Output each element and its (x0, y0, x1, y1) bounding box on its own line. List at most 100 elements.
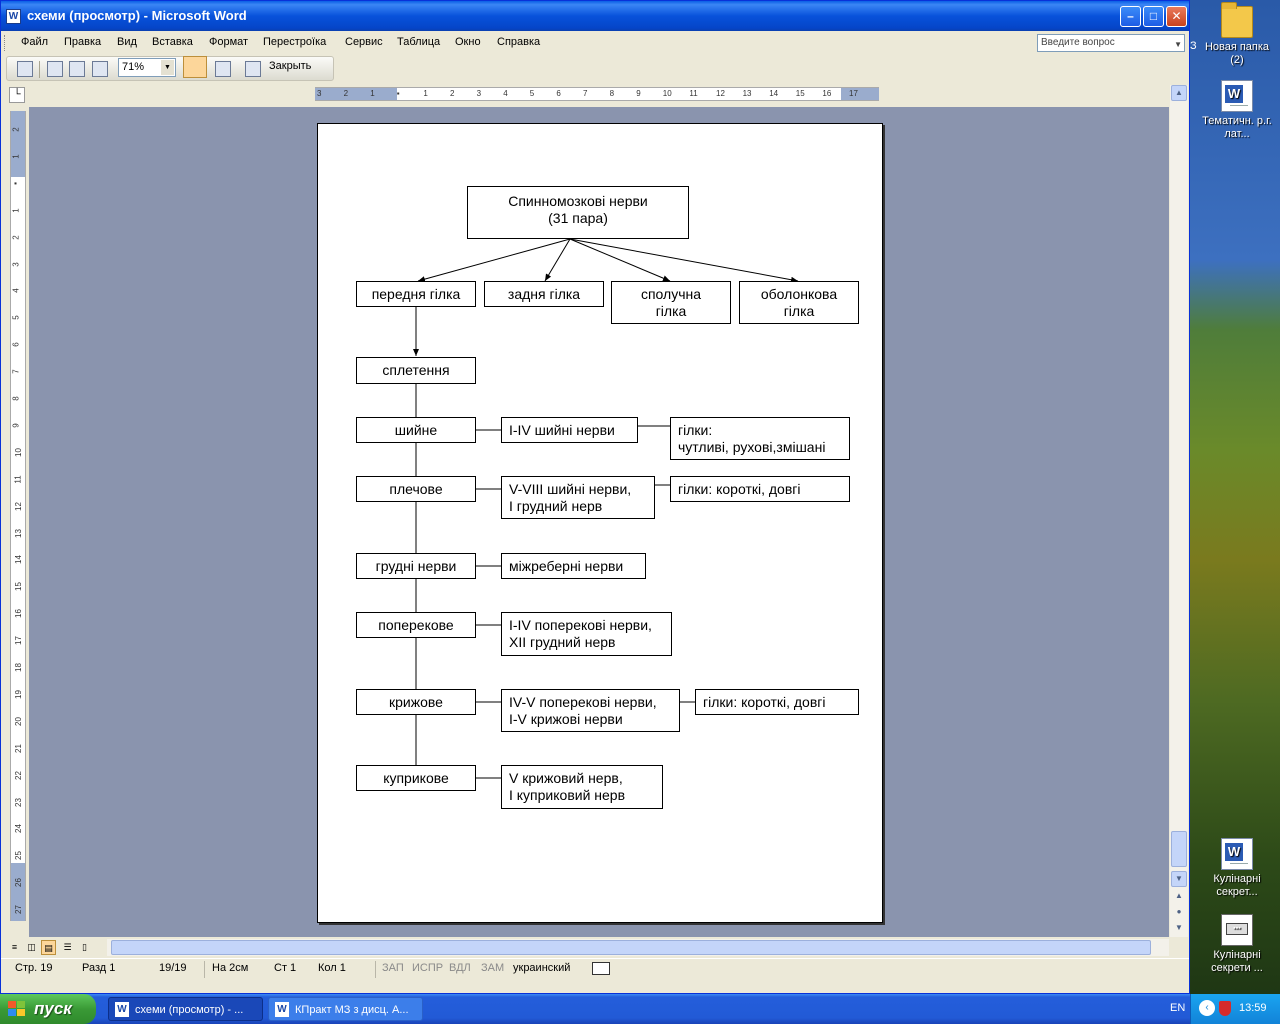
menu-format[interactable]: Формат (209, 36, 249, 48)
desktop-icon-doc-1[interactable]: W Тематичн. р.г. лат... (1197, 80, 1277, 141)
zoom-select[interactable]: 71% ▼ (118, 58, 176, 77)
multiple-pages-icon[interactable] (92, 61, 108, 77)
zoom-value: 71% (122, 61, 145, 73)
window-title: схеми (просмотр) - Microsoft Word (27, 8, 247, 23)
menu-file[interactable]: Файл (21, 36, 49, 48)
desktop-icon-doc-3[interactable]: ▪▪▪ Кулінарні секрети ... (1197, 914, 1277, 975)
menu-view[interactable]: Вид (117, 36, 137, 48)
close-window-button[interactable]: ✕ (1166, 6, 1187, 27)
nerves-coccygeal: V крижовий нерв, I куприковий нерв (501, 765, 663, 809)
scroll-up-button[interactable]: ▲ (1171, 85, 1187, 101)
maximize-button[interactable]: □ (1143, 6, 1164, 27)
menu-edit[interactable]: Правка (64, 36, 102, 48)
ask-question-input[interactable]: Введите вопрос ▼ (1037, 34, 1185, 52)
plexus-brachial-label: плечове (389, 481, 443, 497)
word-window: W схеми (просмотр) - Microsoft Word – □ … (0, 0, 1190, 994)
vertical-scrollbar[interactable]: ▲ ▼ ▲ ● ▼ (1170, 85, 1188, 937)
tab-stop-selector[interactable]: └ (9, 87, 25, 103)
taskbar-task[interactable]: W КПракт МЗ з дисц. А... (268, 997, 423, 1021)
shrink-to-fit-icon[interactable] (215, 61, 231, 77)
ruler-number: 26 (13, 878, 23, 888)
desktop-icon-label: Кулінарні секрет... (1213, 873, 1261, 898)
menu-insert[interactable]: Вставка (152, 36, 193, 48)
language-indicator[interactable]: EN (1170, 1002, 1186, 1014)
status-trk[interactable]: ИСПР (412, 962, 444, 974)
desktop-icon-folder[interactable]: Новая папка (2) (1197, 2, 1277, 67)
nerves-sacral-line-2: I-V крижові нерви (509, 711, 623, 727)
branches-brachial-line-1: гілки: короткі, довгі (678, 481, 801, 497)
preview-toolbar: 71% ▼ Закрыть (1, 55, 1189, 83)
minimize-button[interactable]: – (1120, 6, 1141, 27)
tray-expand-icon[interactable]: ‹ (1199, 1000, 1215, 1016)
plexus-box: сплетення (356, 357, 476, 384)
desktop-icon-label: Кулінарні секрети ... (1211, 949, 1263, 974)
task-label: схеми (просмотр) - ... (135, 1004, 244, 1016)
ruler-margin-bottom (11, 863, 25, 921)
ruler-number: 9 (636, 89, 641, 98)
ruler-number: 4 (503, 89, 508, 98)
ruler-number: 5 (11, 315, 21, 321)
ruler-number: 2 (11, 234, 21, 240)
next-page-button[interactable]: ▼ (1175, 923, 1183, 932)
ruler-number: 15 (795, 89, 805, 98)
nerves-lumbar-line-1: I-IV поперекові нерви, (509, 617, 652, 633)
menu-window[interactable]: Окно (455, 36, 481, 48)
one-page-icon[interactable] (69, 61, 85, 77)
menu-restructure[interactable]: Перестроїка (263, 36, 327, 48)
horizontal-scrollbar[interactable] (107, 939, 1169, 956)
menu-table[interactable]: Таблица (397, 36, 441, 48)
menu-service[interactable]: Сервис (345, 36, 383, 48)
ruler-number: 21 (13, 743, 23, 753)
close-preview-button[interactable]: Закрыть (269, 60, 312, 72)
plexus-cervical-label: шийне (394, 422, 438, 438)
status-ovr[interactable]: ЗАМ (481, 962, 505, 974)
security-shield-icon[interactable] (1219, 1001, 1231, 1016)
browse-object-button[interactable]: ● (1176, 907, 1182, 916)
reading-view-icon[interactable]: ▯ (82, 942, 87, 952)
ruler-number: 1 (11, 207, 21, 213)
status-position: На 2см (212, 962, 249, 974)
ruler-margin-left (315, 88, 397, 100)
menu-help[interactable]: Справка (497, 36, 541, 48)
normal-view-icon[interactable]: ≡ (11, 942, 18, 952)
ruler-number: 1 (370, 89, 375, 98)
start-button[interactable]: пуск (0, 994, 96, 1024)
prev-page-button[interactable]: ▲ (1175, 891, 1183, 900)
start-label: пуск (34, 999, 72, 1018)
taskbar-task-active[interactable]: W схеми (просмотр) - ... (108, 997, 263, 1021)
outline-view-icon[interactable]: ☰ (63, 942, 72, 952)
status-ext[interactable]: ВДЛ (449, 962, 471, 974)
branches-sacral-line-1: гілки: короткі, довгі (703, 694, 826, 710)
ruler-number: 12 (716, 89, 725, 98)
magnifier-icon[interactable] (47, 61, 63, 77)
print-icon[interactable] (17, 61, 33, 77)
status-pages: 19/19 (159, 962, 187, 974)
arrow-to-back-branch (544, 238, 571, 282)
spelling-book-icon[interactable] (592, 962, 610, 975)
ruler-toggle-button[interactable] (183, 56, 207, 78)
branches-brachial: гілки: короткі, довгі (670, 476, 850, 502)
document-page[interactable]: Спинномозкові нерви (31 пара) передня гі… (317, 123, 883, 923)
root-line-1: Спинномозкові нерви (508, 193, 648, 209)
word-doc-icon: W (275, 1002, 289, 1017)
full-screen-icon[interactable] (245, 61, 261, 77)
desktop-icon-label: Новая папка (2) (1204, 41, 1270, 66)
chevron-down-icon[interactable]: ▼ (1174, 40, 1182, 49)
title-bar[interactable]: W схеми (просмотр) - Microsoft Word – □ … (1, 1, 1189, 31)
view-buttons: ≡ ◫ ▤ ☰ ▯ (5, 939, 105, 956)
print-layout-icon[interactable]: ▤ (41, 940, 56, 955)
horizontal-scroll-thumb[interactable] (111, 940, 1151, 955)
plexus-cervical: шийне (356, 417, 476, 443)
scroll-thumb[interactable] (1171, 831, 1187, 867)
status-line: Ст 1 (274, 962, 297, 974)
status-language[interactable]: украинский (513, 962, 571, 974)
ruler-number: ▪ (396, 89, 400, 98)
ruler-number: 16 (13, 609, 23, 619)
desktop-icon-doc-2[interactable]: W Кулінарні секрет... (1197, 838, 1277, 899)
scroll-down-button[interactable]: ▼ (1171, 871, 1187, 887)
chevron-down-icon[interactable]: ▼ (161, 60, 174, 75)
status-rec[interactable]: ЗАП (382, 962, 404, 974)
web-view-icon[interactable]: ◫ (27, 942, 36, 952)
